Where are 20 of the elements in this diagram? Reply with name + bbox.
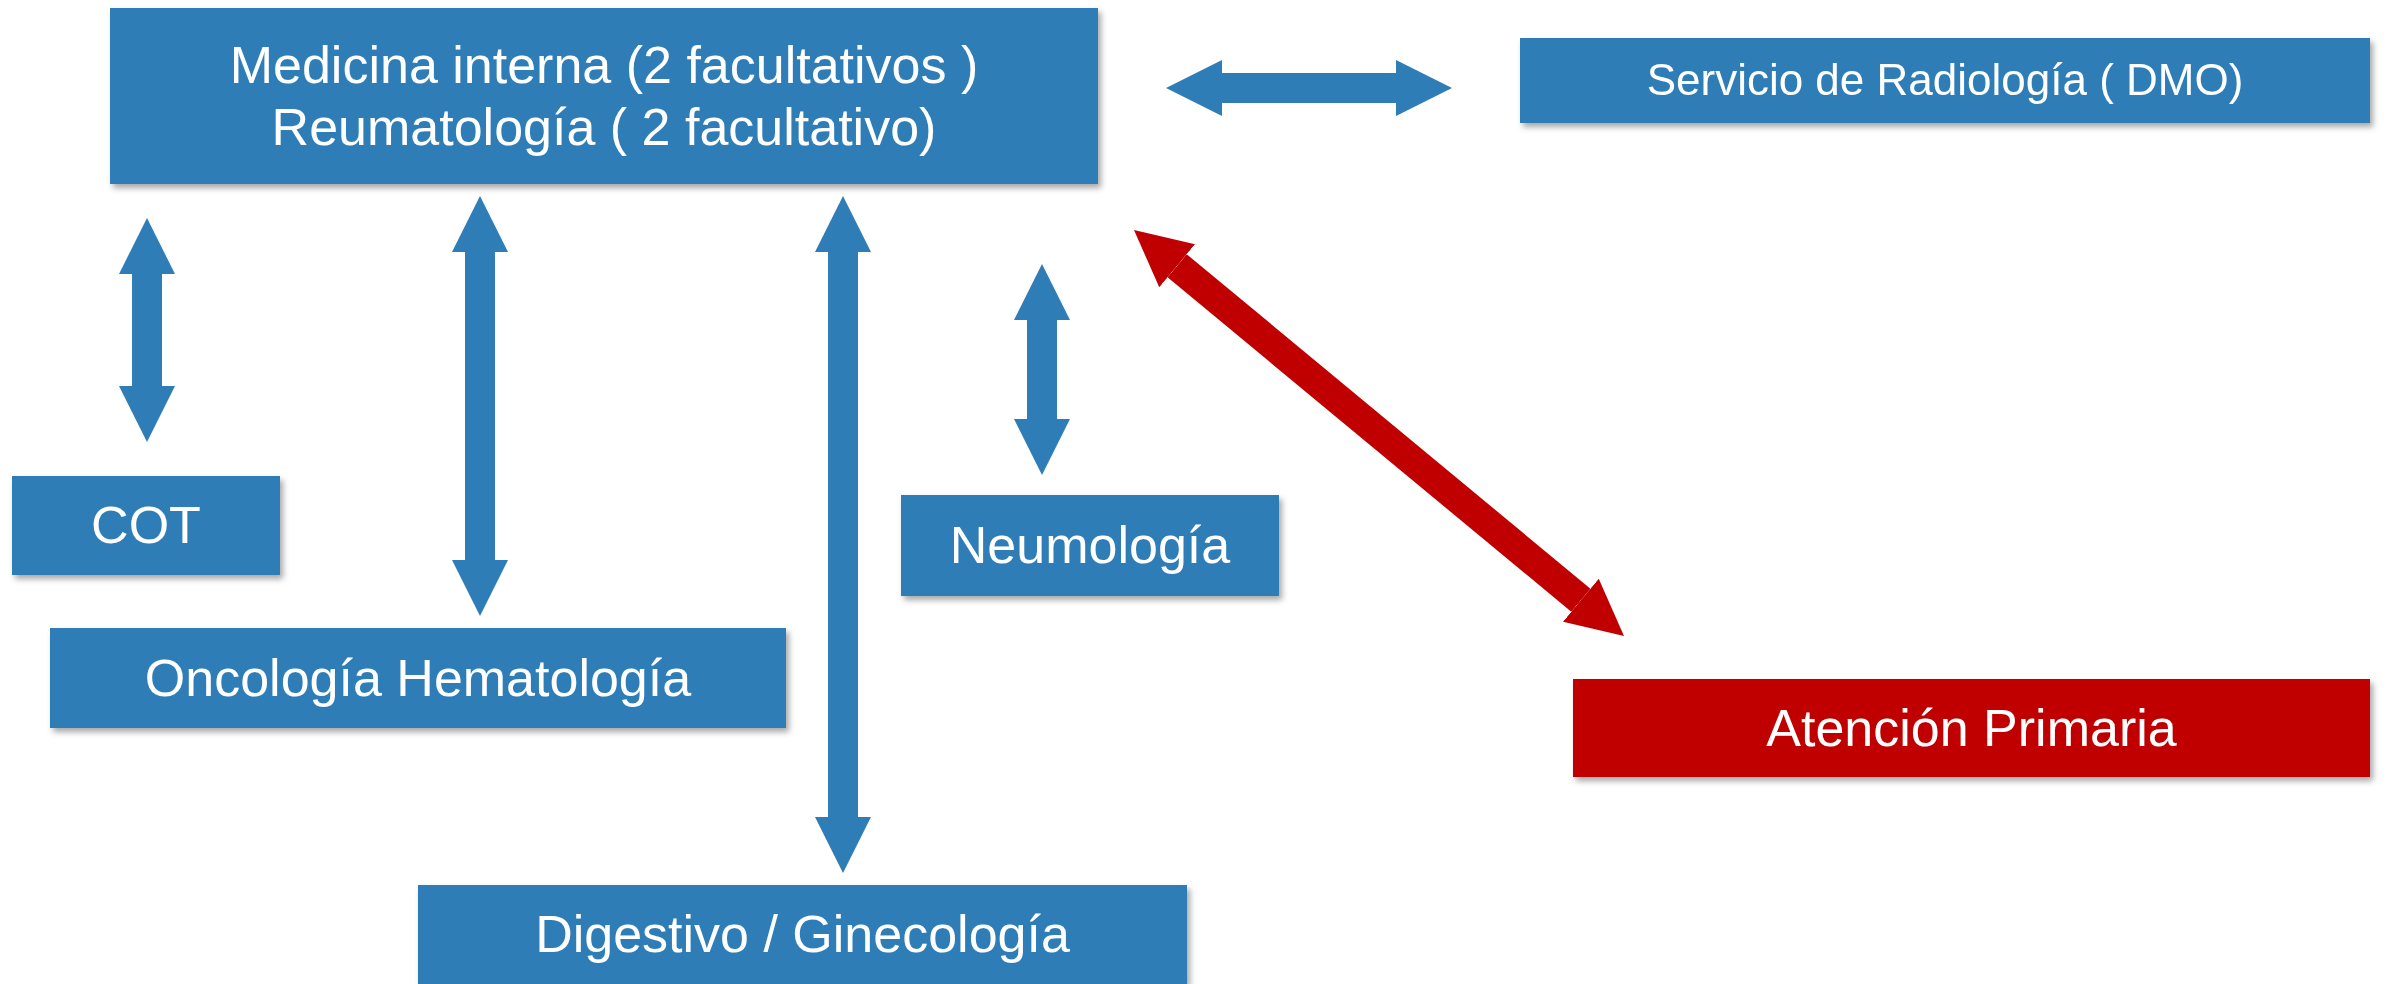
service-label: Atención Primaria (1766, 697, 2177, 759)
double-arrow (815, 196, 871, 873)
service-box (901, 495, 1279, 596)
double-arrow (1134, 230, 1624, 636)
service-box (1573, 679, 2370, 777)
service-label: Servicio de Radiología ( DMO) (1646, 54, 2244, 107)
double-arrow (1166, 60, 1452, 116)
double-arrow (119, 218, 175, 442)
service-box (50, 628, 786, 728)
service-label: Neumología (949, 515, 1231, 577)
service-label: COT (91, 495, 201, 557)
service-box (418, 885, 1187, 984)
service-label: Oncología Hematología (144, 647, 692, 709)
service-label: Digestivo / Ginecología (535, 904, 1070, 966)
service-box (110, 8, 1098, 184)
service-box (12, 476, 280, 575)
double-arrow (1014, 264, 1070, 475)
service-label: Medicina interna (2 facultativos ) Reumatología ( 2 facultativo) (228, 34, 980, 158)
double-arrow (452, 196, 508, 616)
service-box (1520, 38, 2370, 123)
